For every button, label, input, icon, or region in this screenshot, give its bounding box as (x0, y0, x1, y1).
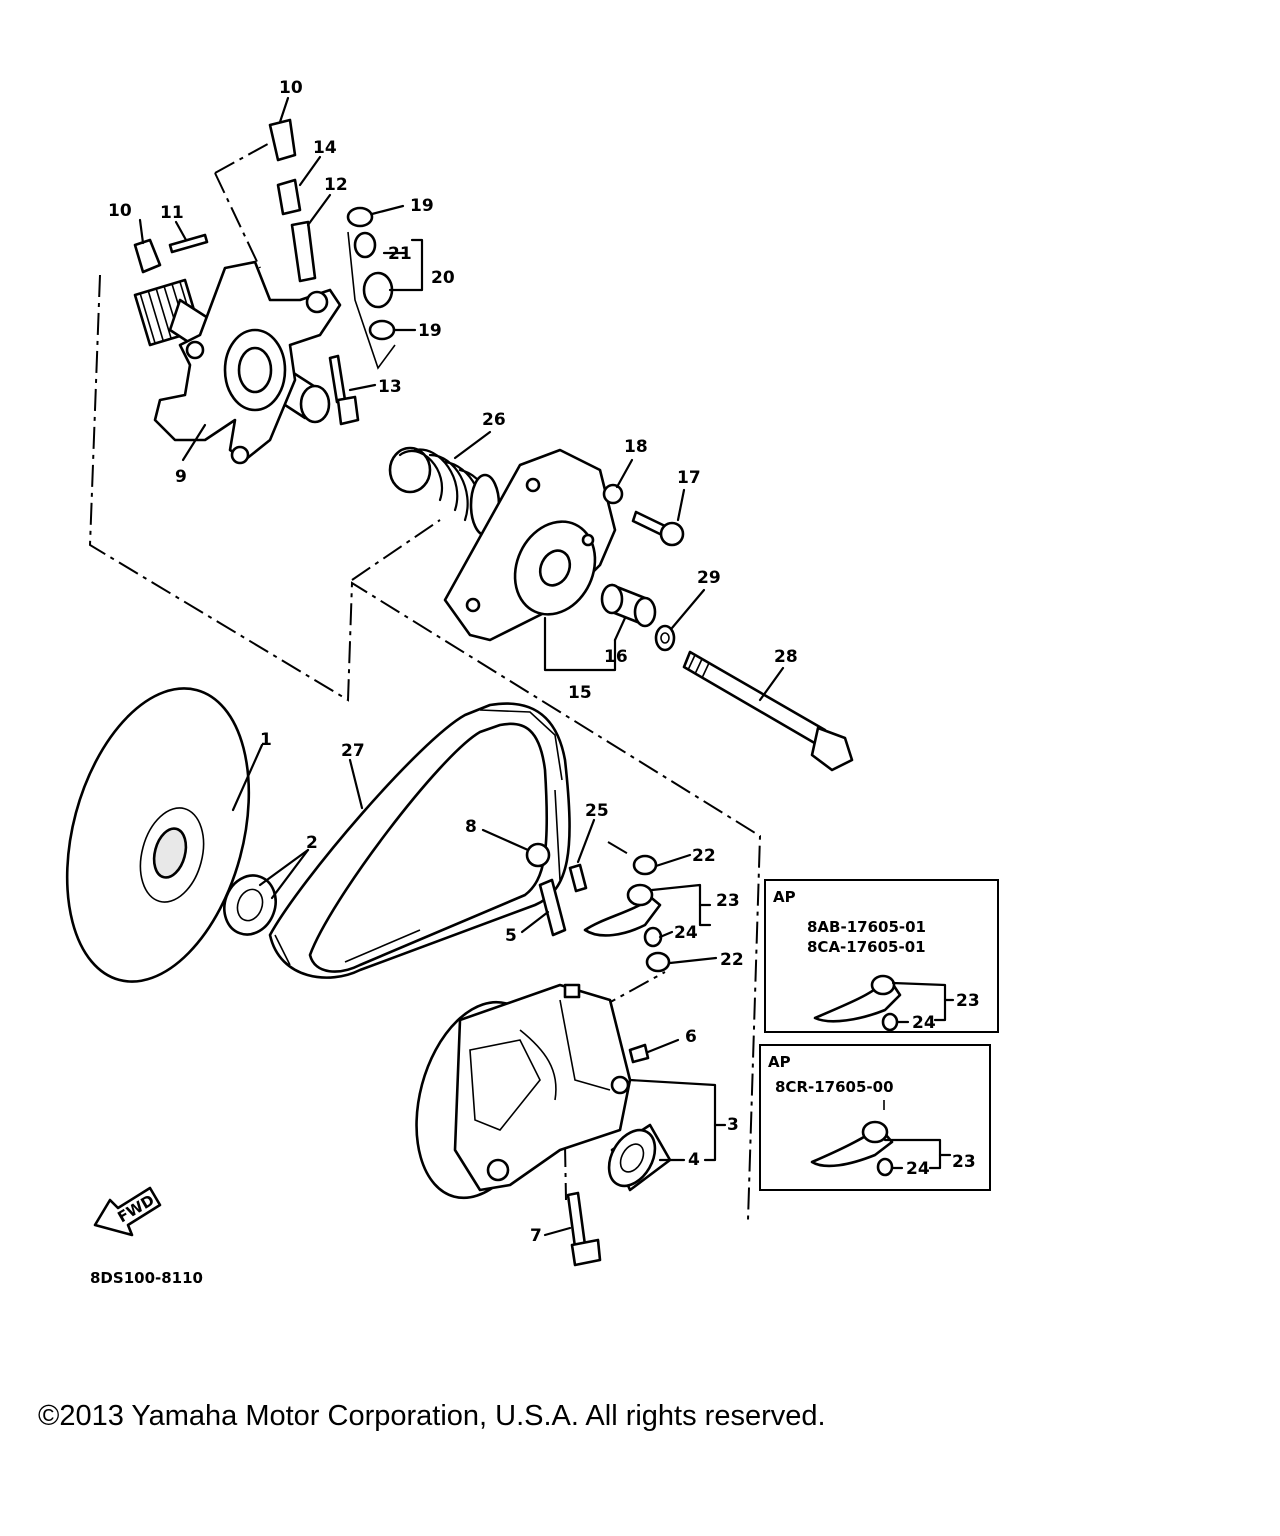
long-bolt-part-28 (682, 650, 854, 772)
drive-belt-part-27 (268, 702, 571, 979)
diagram-part-code: 8DS100-8110 (90, 1269, 203, 1287)
movable-sheave-part-3 (415, 983, 632, 1200)
roller-parts-19-21 (346, 206, 396, 370)
bolt-part-7 (566, 1191, 602, 1267)
washer-part-29 (654, 624, 676, 652)
nut-part-22b (645, 951, 671, 973)
nut-part-8 (525, 842, 551, 868)
callout-17: 17 (677, 468, 701, 488)
callout-21: 21 (388, 244, 412, 264)
callout-11: 11 (160, 203, 184, 223)
callout-19-bottom: 19 (418, 321, 442, 341)
callout-29: 29 (697, 568, 721, 588)
spring-part-26 (388, 446, 501, 537)
ap-box-2-part-number-1: 8CR-17605-00 (775, 1078, 894, 1096)
washer-14 (276, 178, 302, 216)
ap-box-1: AP 8AB-17605-01 8CA-17605-01 23 24 (764, 879, 999, 1033)
screw-part-25 (568, 863, 588, 893)
bolt-part-13 (328, 354, 360, 426)
callout-24: 24 (674, 923, 698, 943)
callout-4: 4 (688, 1150, 700, 1170)
slider-10-top (268, 118, 297, 162)
ap-box-2-title: AP (768, 1053, 791, 1071)
bolt-part-17 (631, 510, 685, 547)
callout-2: 2 (306, 833, 318, 853)
sheave-part-1 (65, 687, 251, 983)
callout-23: 23 (716, 891, 740, 911)
callout-10-top: 10 (279, 78, 303, 98)
callout-3: 3 (727, 1115, 739, 1135)
roller-part-24 (643, 926, 663, 948)
exploded-parts-diagram: 10 14 12 10 11 19 21 20 19 13 9 26 18 17… (65, 78, 999, 1287)
nut-part-18 (602, 483, 624, 505)
ap-box-1-title: AP (773, 888, 796, 906)
callout-20: 20 (431, 268, 455, 288)
callout-6: 6 (685, 1027, 697, 1047)
copyright-notice: ©2013 Yamaha Motor Corporation, U.S.A. A… (38, 1400, 826, 1432)
callout-25: 25 (585, 801, 609, 821)
callout-18: 18 (624, 437, 648, 457)
ap-box-2-callout-23: 23 (952, 1152, 976, 1172)
pin-part-6 (628, 1043, 650, 1064)
callout-26: 26 (482, 410, 506, 430)
ap-box-2-callout-24: 24 (906, 1159, 930, 1179)
weight-arm-part-23-boss (626, 883, 654, 907)
callout-9: 9 (175, 467, 187, 487)
callout-15: 15 (568, 683, 592, 703)
callout-19-top: 19 (410, 196, 434, 216)
callout-12: 12 (324, 175, 348, 195)
callout-22-bottom: 22 (720, 950, 744, 970)
spider-assembly-part-9 (133, 260, 342, 465)
callout-16: 16 (604, 647, 628, 667)
callout-5: 5 (505, 926, 517, 946)
callout-13: 13 (378, 377, 402, 397)
callout-28: 28 (774, 647, 798, 667)
bushing-part-16 (600, 583, 657, 628)
forward-direction-arrow-icon: FWD (93, 1186, 162, 1237)
dowel-12 (290, 220, 317, 283)
bushing-part-2 (223, 874, 277, 936)
spider-hardware (133, 118, 317, 283)
pin-part-5 (538, 878, 567, 937)
ap-box-1-part-number-2: 8CA-17605-01 (807, 938, 926, 956)
cover-part-15 (443, 448, 617, 642)
callout-8: 8 (465, 817, 477, 837)
callout-27: 27 (341, 741, 365, 761)
pin-11 (168, 233, 209, 254)
callout-14: 14 (313, 138, 337, 158)
assembly-guide-lines (88, 139, 762, 1221)
nut-part-22a (632, 854, 658, 876)
ap-box-1-part-number-1: 8AB-17605-01 (807, 918, 926, 936)
callout-10-left: 10 (108, 201, 132, 221)
ap-box-1-callout-23: 23 (956, 991, 980, 1011)
callout-7: 7 (530, 1226, 542, 1246)
callout-numbers: 10 14 12 10 11 19 21 20 19 13 9 26 18 17… (108, 78, 798, 1246)
leader-lines (138, 96, 785, 1237)
slider-10-left (133, 238, 162, 274)
ap-box-1-callout-24: 24 (912, 1013, 936, 1033)
callout-1: 1 (260, 730, 272, 750)
ap-box-2: AP 8CR-17605-00 23 24 (759, 1044, 991, 1191)
callout-22-top: 22 (692, 846, 716, 866)
